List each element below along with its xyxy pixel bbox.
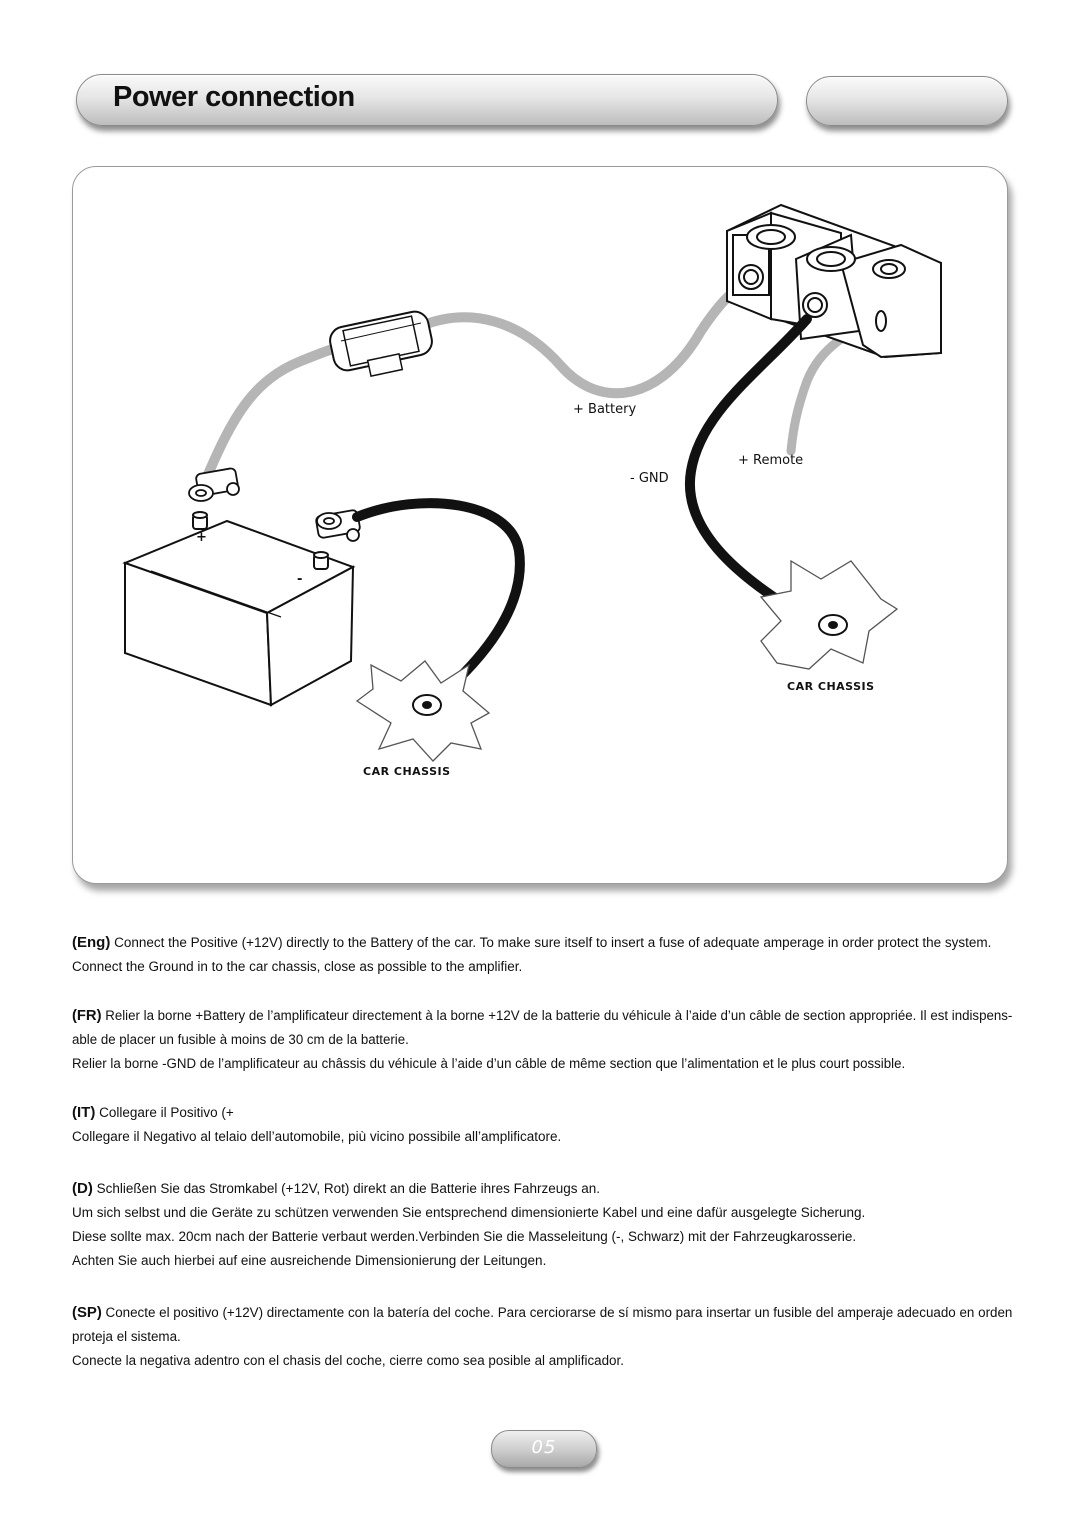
fuse-holder	[329, 310, 433, 378]
it-line-2: Collegare il Negativo al telaio dell’aut…	[72, 1129, 562, 1144]
positive-cable	[201, 340, 351, 484]
lang-tag-sp: (SP)	[72, 1304, 102, 1321]
positive-cable-to-amp	[416, 276, 758, 399]
car-chassis-label-left: CAR CHASSIS	[363, 765, 451, 778]
d-line-4: Achten Sie auch hierbei auf eine ausreic…	[72, 1253, 547, 1268]
battery-minus-symbol: -	[297, 572, 302, 587]
negative-battery-clamp	[315, 509, 361, 542]
ground-cable-battery	[352, 498, 525, 700]
sp-line-3: Conecte la negativa adentro con el chasi…	[72, 1353, 624, 1368]
instructions-italian: (IT) Collegare il Positivo (+ Collegare …	[72, 1101, 1012, 1149]
lang-tag-eng: (Eng)	[72, 934, 111, 951]
ground-cable-amp	[684, 314, 824, 630]
wiring-diagram: + - + Battery - GND + Remote CAR CHASSIS…	[122, 203, 942, 778]
wiring-diagram-panel: + - + Battery - GND + Remote CAR CHASSIS…	[72, 166, 1008, 884]
lang-tag-fr: (FR)	[72, 1007, 102, 1024]
lang-tag-d: (D)	[72, 1180, 93, 1197]
page-number: 05	[531, 1437, 557, 1458]
gnd-label: - GND	[630, 471, 669, 486]
d-line-3: Diese sollte max. 20cm nach der Batterie…	[72, 1229, 857, 1244]
lang-tag-it: (IT)	[72, 1104, 96, 1121]
sp-line-2: proteja el sistema.	[72, 1329, 181, 1344]
it-line-1: Collegare il Positivo (+	[99, 1105, 234, 1120]
title-bar: Power connection	[76, 74, 778, 126]
d-line-1: Schließen Sie das Stromkabel (+12V, Rot)…	[96, 1181, 600, 1196]
car-battery	[122, 511, 356, 707]
fr-line-2: able de placer un fusible à moins de 30 …	[72, 1032, 409, 1047]
eng-line-1: Connect the Positive (+12V) directly to …	[114, 935, 992, 950]
battery-label: + Battery	[573, 402, 636, 417]
d-line-2: Um sich selbst und die Geräte zu schütze…	[72, 1205, 866, 1220]
instructions-spanish: (SP) Conecte el positivo (+12V) directam…	[72, 1301, 1012, 1373]
positive-battery-clamp	[188, 467, 240, 502]
amplifier-terminal-block	[726, 203, 942, 359]
eng-line-2: Connect the Ground in to the car chassis…	[72, 959, 523, 974]
page-number-badge: 05	[491, 1430, 597, 1468]
header-side-bar	[806, 76, 1008, 126]
instructions-french: (FR) Relier la borne +Battery de l’ampli…	[72, 1004, 1012, 1076]
remote-label: + Remote	[738, 453, 803, 468]
fr-line-3: Relier la borne -GND de l’amplificateur …	[72, 1056, 906, 1071]
sp-line-1: Conecte el positivo (+12V) directamente …	[105, 1305, 1013, 1320]
instructions-german: (D) Schließen Sie das Stromkabel (+12V, …	[72, 1177, 1012, 1273]
instructions-english: (Eng) Connect the Positive (+12V) direct…	[72, 931, 1012, 979]
fr-line-1: Relier la borne +Battery de l’amplificat…	[105, 1008, 1013, 1023]
page-title: Power connection	[113, 81, 355, 113]
battery-plus-symbol: +	[196, 530, 207, 545]
car-chassis-label-right: CAR CHASSIS	[787, 680, 875, 693]
